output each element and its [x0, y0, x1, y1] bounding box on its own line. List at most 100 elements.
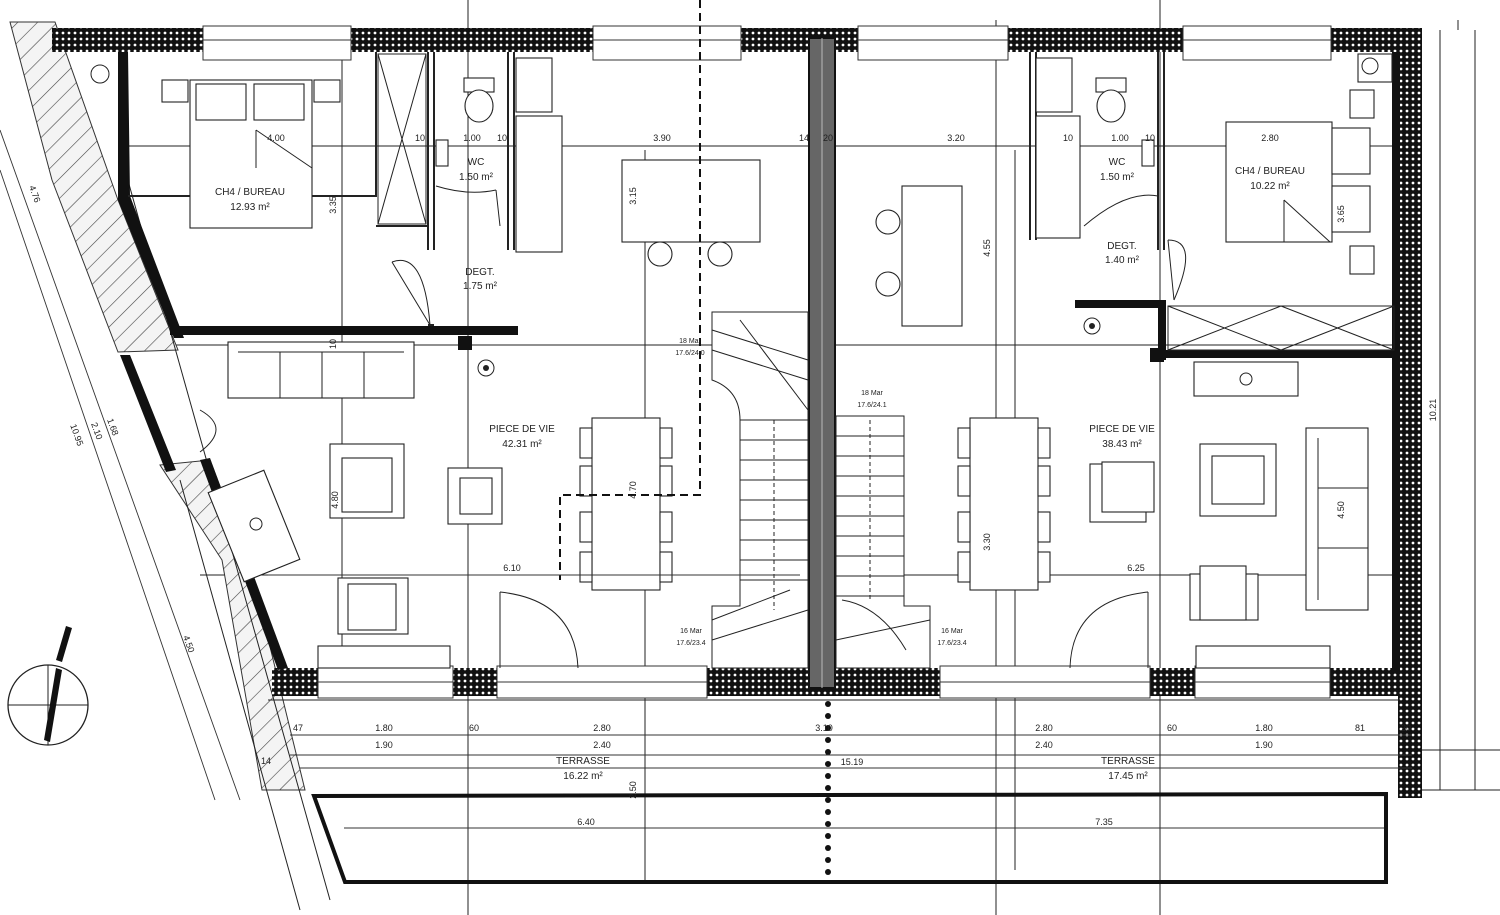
- left-stair-top-ratio: 17.6/24.0: [675, 350, 704, 357]
- left-degt-area: 1.75 m²: [463, 281, 498, 292]
- dim-label: 3.10: [815, 723, 833, 733]
- left-degt-name: DEGT.: [465, 267, 494, 278]
- dim-label: 1.80: [1255, 723, 1273, 733]
- right-stair-bottom-count: 16 Mar: [941, 628, 963, 635]
- dim-label: 4.50: [181, 634, 196, 654]
- dim-label: 2.80: [1035, 723, 1053, 733]
- dim-label: 4.55: [982, 239, 992, 257]
- dim-label: 2.80: [593, 723, 611, 733]
- right-wc: [1035, 53, 1393, 239]
- dim-label: 60: [1167, 723, 1177, 733]
- dimension-lines: [268, 574, 1412, 829]
- dim-label: 4.70: [628, 481, 638, 499]
- right-stair-bottom-ratio: 17.6/23.4: [937, 640, 966, 647]
- dim-label: 1.90: [375, 740, 393, 750]
- dim-label: 20: [1401, 723, 1411, 733]
- dim-label: 15.19: [841, 757, 864, 767]
- left-staircase: [711, 311, 809, 669]
- right-dining: [957, 417, 1051, 591]
- dim-label: 7.35: [1095, 817, 1113, 827]
- partition-beams: [170, 300, 1398, 362]
- room-labels: CH4 / BUREAU 12.93 m² WC 1.50 m² DEGT. 1…: [215, 157, 1305, 782]
- dim-label: 3.30: [982, 533, 992, 551]
- left-stair-bottom-ratio: 17.6/23.4: [676, 640, 705, 647]
- dim-label: 10.21: [1428, 399, 1438, 422]
- right-kitchen-island: [875, 185, 963, 327]
- dim-label: 2.40: [1035, 740, 1053, 750]
- hidden-lines: [559, 0, 701, 580]
- right-staircase: [835, 415, 931, 669]
- dim-label: 10: [497, 133, 507, 143]
- left-bed: [161, 79, 341, 229]
- right-armchairs: [1089, 443, 1277, 621]
- dim-label: 20: [823, 133, 833, 143]
- dim-label: 4.76: [27, 184, 42, 204]
- left-wc-name: WC: [468, 157, 485, 168]
- left-bedroom-area: 12.93 m²: [230, 202, 270, 213]
- stair-labels: 18 Mar 17.6/24.0 16 Mar 17.6/23.4 18 Mar…: [675, 338, 966, 647]
- left-kitchen-island: [621, 159, 761, 267]
- dim-label: 81: [1355, 723, 1365, 733]
- dim-label: 10.95: [68, 423, 85, 448]
- dim-label: 10: [328, 339, 338, 349]
- right-stair-top-ratio: 17.6/24.1: [857, 402, 886, 409]
- dim-label: 3.20: [947, 133, 965, 143]
- dim-label: 1.90: [1255, 740, 1273, 750]
- left-stair-top-count: 18 Mar: [679, 338, 701, 345]
- left-sofa: [227, 341, 415, 399]
- left-dining: [579, 417, 673, 591]
- party-wall: [808, 37, 836, 689]
- doors: [199, 185, 1187, 669]
- right-bedroom-name: CH4 / BUREAU: [1235, 166, 1305, 177]
- left-terrace-name: TERRASSE: [556, 756, 610, 767]
- dim-label: 4.80: [330, 491, 340, 509]
- left-armchairs: [329, 443, 503, 635]
- right-wardrobe: [1167, 305, 1395, 351]
- right-stair-top-count: 18 Mar: [861, 390, 883, 397]
- dim-label: 1.00: [463, 133, 481, 143]
- dim-label: 4.50: [1336, 501, 1346, 519]
- right-sofa: [1305, 427, 1369, 611]
- dim-label: 6.25: [1127, 563, 1145, 573]
- right-tv-stand: [1193, 361, 1331, 669]
- right-living-name: PIECE DE VIE: [1089, 424, 1155, 435]
- dim-label: 47: [293, 723, 303, 733]
- dim-label: 3.65: [1336, 205, 1346, 223]
- dim-label: 3.15: [628, 187, 638, 205]
- dim-label: 10: [1145, 133, 1155, 143]
- left-wardrobe: [377, 53, 427, 225]
- detector-icons: [90, 57, 1379, 377]
- right-terrace-area: 17.45 m²: [1108, 771, 1148, 782]
- right-degt-area: 1.40 m²: [1105, 255, 1140, 266]
- left-tv-stand: [207, 469, 451, 669]
- right-wc-name: WC: [1109, 157, 1126, 168]
- north-arrow-icon: [7, 626, 89, 746]
- dim-label: 2.50: [628, 781, 638, 799]
- dim-label: 14: [261, 756, 271, 766]
- left-bedroom-name: CH4 / BUREAU: [215, 187, 285, 198]
- right-wc-area: 1.50 m²: [1100, 172, 1135, 183]
- right-degt-name: DEGT.: [1107, 241, 1136, 252]
- right-living-area: 38.43 m²: [1102, 439, 1142, 450]
- dim-label: 2.80: [1261, 133, 1279, 143]
- right-bedroom-area: 10.22 m²: [1250, 181, 1290, 192]
- left-terrace-area: 16.22 m²: [563, 771, 603, 782]
- left-wc: [435, 57, 563, 253]
- windows-top: [202, 25, 1332, 61]
- left-wc-area: 1.50 m²: [459, 172, 494, 183]
- terrace: [268, 699, 1400, 884]
- dim-label: 2.40: [593, 740, 611, 750]
- left-stair-bottom-count: 16 Mar: [680, 628, 702, 635]
- windows-bottom: [317, 665, 1331, 699]
- right-terrace-name: TERRASSE: [1101, 756, 1155, 767]
- left-living-area: 42.31 m²: [502, 439, 542, 450]
- dim-label: 6.10: [503, 563, 521, 573]
- dim-label: 10: [1063, 133, 1073, 143]
- dim-label: 1.80: [375, 723, 393, 733]
- dim-label: 3.90: [653, 133, 671, 143]
- dim-label: 10: [415, 133, 425, 143]
- left-living-name: PIECE DE VIE: [489, 424, 555, 435]
- dim-label: 3.35: [328, 196, 338, 214]
- dim-label: 14: [799, 133, 809, 143]
